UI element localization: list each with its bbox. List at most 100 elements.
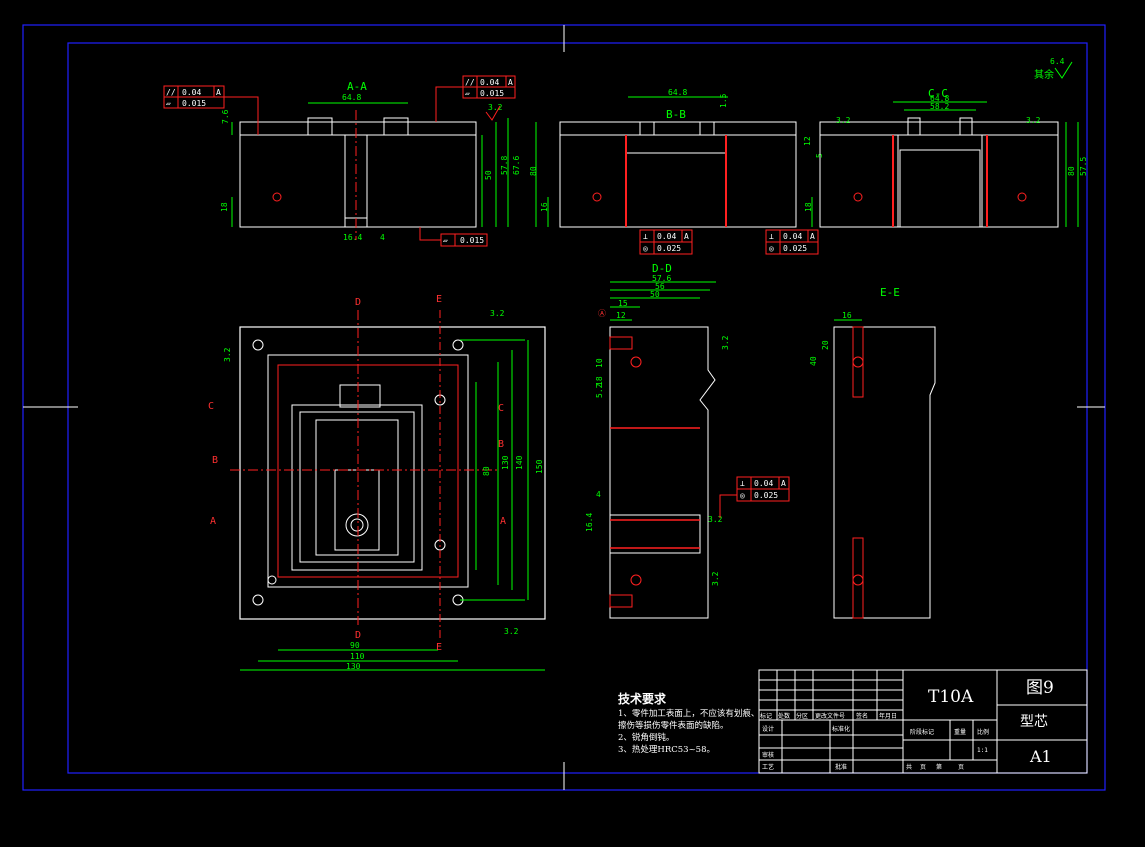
drawing-annotation: Ⓐ [598,309,606,318]
drawing-annotation: 0.015 [182,99,206,108]
drawing-annotation: ⊥ [643,232,648,241]
drawing-annotation: 1.5 [719,93,728,108]
drawing-annotation: 4 [596,490,601,499]
cut-mark-d-top: D [355,297,361,308]
figure-number: 图9 [1026,678,1054,698]
drawing-annotation: 3.2 [490,309,505,318]
drawing-annotation: 140 [515,455,524,470]
drawing-annotation: // [166,88,176,97]
drawing-annotation: 5.2 [595,383,604,398]
drawing-annotation: 18 [595,376,604,386]
drawing-annotation: 57.8 [500,156,509,175]
drawing-annotation: 56 [655,282,665,291]
drawing-annotation: 18 [804,202,813,212]
drawing-annotation: 处数 [778,712,790,720]
section-bb-label: B-B [666,108,686,121]
tech-req-item: 3、热处理HRC53~58。 [618,744,715,755]
drawing-annotation: 3.2 [836,116,851,125]
drawing-annotation: 0.015 [480,89,504,98]
drawing-annotation: 150 [535,459,544,474]
drawing-annotation: 0.025 [657,244,681,253]
drawing-annotation: ◎ [643,244,648,253]
drawing-annotation: 0.025 [754,491,778,500]
drawing-annotation: ◎ [740,491,745,500]
drawing-annotation: 64.8 [668,88,687,97]
drawing-annotation: A [684,232,689,241]
dim-aa-width: 64.8 [342,93,361,102]
cut-mark-b-left: B [212,455,218,466]
cut-mark-e-bottom: E [436,642,442,653]
tech-req-title: 技术要求 [618,691,667,706]
drawing-annotation: 重量 [954,728,966,736]
roughness-rest-value: 6.4 [1050,57,1065,66]
drawing-annotation: 50 [650,290,660,299]
scale-value: 1:1 [977,747,988,754]
drawing-annotation: 第 [936,763,942,771]
drawing-annotation: 12 [803,136,812,146]
drawing-annotation: ⊥ [740,479,745,488]
drawing-annotation: 0.04 [657,232,676,241]
section-cc-label: C-C [928,87,948,100]
tolerance-frame-aa-left: // 0.04 A ▱ 0.015 [163,85,259,135]
drawing-annotation: A [810,232,815,241]
drawing-annotation: 110 [350,652,365,661]
drawing-annotation: A [781,479,786,488]
drawing-annotation: ▱ [443,236,448,245]
drawing-annotation: 0.015 [460,236,484,245]
material-label: T10A [928,687,974,707]
drawing-annotation: 3.2 [488,103,503,112]
tolerance-frame-bb-right: ⊥ 0.04 A ◎ 0.025 [765,229,819,255]
drawing-annotation: 18 [220,202,229,212]
drawing-annotation: 80 [1067,166,1076,176]
title-block: 标记 处数 分区 更改文件号 签名 年月日 设计 标准化 审核 工艺 批准 T1… [758,669,1088,774]
drawing-annotation: 3.2 [504,627,519,636]
cut-mark-a-right: A [500,516,506,527]
drawing-annotation: 3.2 [708,515,723,524]
drawing-annotation: 20 [821,340,830,350]
sheet-frame [22,24,1106,791]
drawing-annotation: ▱ [465,89,470,98]
drawing-annotation: 设计 [762,725,774,733]
drawing-annotation: 12 [616,311,626,320]
section-dd-view: D-D Ⓐ 57.6 56 50 15 12 3.2 10 18 5.2 4 1… [585,262,730,619]
drawing-annotation: 3.2 [711,571,720,586]
drawing-annotation: 0.04 [783,232,802,241]
cut-mark-c-right: C [498,403,504,414]
drawing-annotation: 0.04 [754,479,773,488]
drawing-annotation: 审核 [762,751,774,759]
technical-requirements: 技术要求 1、零件加工表面上，不应该有划痕、 擦伤等损伤零件表面的缺陷。 2、锐… [618,691,759,755]
drawing-annotation: 10 [595,358,604,368]
drawing-annotation: ▱ [166,99,171,108]
tech-req-item: 2、锐角倒钝。 [618,732,674,743]
drawing-annotation: 更改文件号 [815,712,845,720]
plan-view: 80 130 140 150 90 110 130 3.2 3.2 3.2 [223,309,546,671]
section-ee-view: E-E 16 20 40 [809,286,936,619]
drawing-annotation: 页 [920,764,926,771]
drawing-annotation: // [465,78,475,87]
section-ee-label: E-E [880,286,900,299]
section-aa-label: A-A [347,80,367,93]
drawing-annotation: A [216,88,221,97]
drawing-annotation: 64.8 [930,94,949,103]
drawing-annotation: 58.2 [930,102,949,111]
drawing-annotation: ◎ [769,244,774,253]
section-bb-view: B-B 64.8 1.5 12 5 80 16 [529,88,824,228]
drawing-annotation: 130 [346,662,361,671]
drawing-annotation: 57.6 [652,274,671,283]
cut-mark-a-left: A [210,516,216,527]
sheet-size: A1 [1029,747,1052,766]
drawing-annotation: 年月日 [879,712,897,720]
drawing-annotation: 57.5 [1079,157,1088,176]
drawing-annotation: 16 [842,311,852,320]
cut-mark-c-left: C [208,401,214,412]
tolerance-frame-dd: ⊥ 0.04 A ◎ 0.025 [719,476,790,518]
tolerance-frame-aa-bottom: ▱ 0.015 [419,227,488,247]
drawing-annotation: 标记 [760,712,772,720]
drawing-annotation: 3.2 [223,347,232,362]
tech-req-item: 1、零件加工表面上，不应该有划痕、 [618,708,759,719]
section-cc-view: C-C 64.8 58.2 3.2 3.2 18 80 57.5 [804,87,1088,228]
drawing-annotation: 16.4 [585,513,594,532]
section-aa-view: A-A 64.8 7.6 18 50 57.8 67.6 16.4 4 3.2 [220,80,521,242]
drawing-annotation: 80 [529,166,538,176]
